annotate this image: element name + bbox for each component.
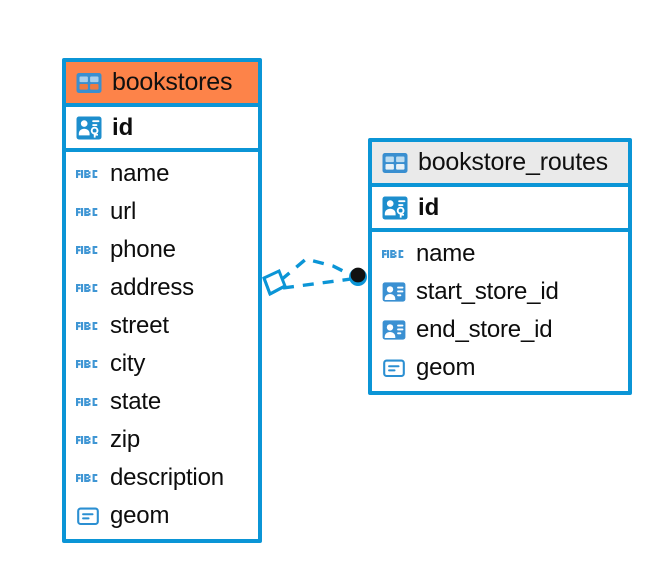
entity-bookstore-routes-fields: name start_store_id — [372, 232, 628, 391]
geometry-icon — [381, 355, 407, 381]
field-label-description: description — [110, 464, 224, 491]
field-label-end-store-id: end_store_id — [416, 316, 553, 343]
field-row-name[interactable]: name — [66, 155, 258, 193]
field-label-start-store-id: start_store_id — [416, 278, 559, 305]
relationship-source-marker-diamond — [262, 268, 287, 297]
field-label-geom: geom — [110, 502, 170, 529]
field-row-routes-name[interactable]: name — [372, 235, 628, 273]
field-row-end-store-id[interactable]: end_store_id — [372, 311, 628, 349]
field-label-city: city — [110, 350, 146, 377]
abc-text-icon — [75, 389, 101, 415]
abc-text-icon — [75, 275, 101, 301]
entity-bookstores-header[interactable]: bookstores — [66, 62, 258, 107]
entity-bookstores-name: bookstores — [112, 68, 233, 96]
geometry-icon — [75, 503, 101, 529]
field-label-routes-id: id — [418, 193, 440, 221]
field-label-address: address — [110, 274, 194, 301]
field-label-name: name — [110, 160, 170, 187]
abc-text-icon — [75, 427, 101, 453]
entity-bookstores-fields: name — [66, 152, 258, 539]
primary-key-icon — [381, 194, 409, 222]
foreign-key-icon — [381, 317, 407, 343]
relationship-line-lower — [282, 277, 352, 290]
field-label-routes-geom: geom — [416, 354, 476, 381]
field-label-routes-name: name — [416, 240, 476, 267]
entity-bookstores[interactable]: bookstores id — [62, 58, 262, 543]
field-row-description[interactable]: description — [66, 459, 258, 497]
field-label-state: state — [110, 388, 162, 415]
entity-bookstore-routes[interactable]: bookstore_routes id — [368, 138, 632, 395]
field-label-street: street — [110, 312, 169, 339]
field-label-zip: zip — [110, 426, 141, 453]
field-row-url[interactable]: url — [66, 193, 258, 231]
abc-text-icon — [381, 241, 407, 267]
abc-text-icon — [75, 313, 101, 339]
relationship-target-marker-circle — [349, 267, 367, 286]
abc-text-icon — [75, 199, 101, 225]
foreign-key-icon — [381, 279, 407, 305]
field-row-city[interactable]: city — [66, 345, 258, 383]
entity-bookstore-routes-name: bookstore_routes — [418, 148, 608, 176]
primary-key-icon — [75, 114, 103, 142]
field-label-url: url — [110, 198, 137, 225]
abc-text-icon — [75, 465, 101, 491]
abc-text-icon — [75, 161, 101, 187]
field-row-routes-id[interactable]: id — [372, 187, 628, 232]
field-row-id[interactable]: id — [66, 107, 258, 152]
field-row-state[interactable]: state — [66, 383, 258, 421]
field-row-routes-geom[interactable]: geom — [372, 349, 628, 387]
field-row-geom[interactable]: geom — [66, 497, 258, 535]
field-row-street[interactable]: street — [66, 307, 258, 345]
table-icon — [381, 149, 409, 177]
abc-text-icon — [75, 237, 101, 263]
entity-bookstore-routes-header[interactable]: bookstore_routes — [372, 142, 628, 187]
field-label-id: id — [112, 113, 134, 141]
field-row-zip[interactable]: zip — [66, 421, 258, 459]
field-row-start-store-id[interactable]: start_store_id — [372, 273, 628, 311]
table-icon — [75, 69, 103, 97]
field-label-phone: phone — [110, 236, 176, 263]
field-row-phone[interactable]: phone — [66, 231, 258, 269]
relationship-line-upper — [279, 257, 352, 282]
abc-text-icon — [75, 351, 101, 377]
field-row-address[interactable]: address — [66, 269, 258, 307]
